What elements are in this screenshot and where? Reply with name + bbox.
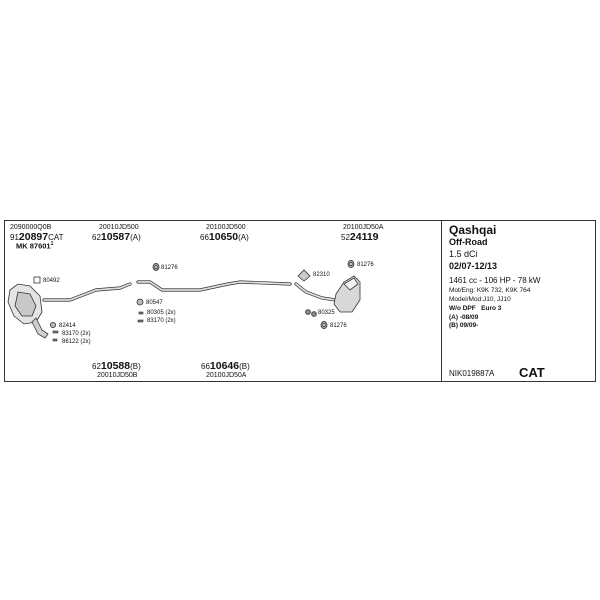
label-80492: 80492 xyxy=(43,278,60,284)
panel-divider xyxy=(441,220,442,382)
top-ref-3: 20100JD500 xyxy=(206,224,246,231)
vehicle-power: 1461 cc - 106 HP - 78 kW xyxy=(449,276,541,285)
diagram-frame xyxy=(4,220,596,382)
rear-pipe xyxy=(294,282,338,302)
vehicle-engine: 1.5 dCi xyxy=(449,249,478,259)
bolt-83170a-icon xyxy=(52,330,59,334)
part-number-front-pipe-b: 6210588(B) xyxy=(92,360,141,372)
catalyst-part xyxy=(7,283,49,339)
part-number-middle-pipe-b: 6610646(B) xyxy=(201,360,250,372)
hanger-81276a-icon xyxy=(152,262,160,271)
rear-pipe-fill xyxy=(295,283,337,301)
middle-pipe-fill xyxy=(137,281,291,291)
part-number-middle-pipe: 6610650(A) xyxy=(200,231,249,243)
clamp-80547-icon xyxy=(136,298,144,306)
label-81276b: 81276 xyxy=(357,262,374,268)
gasket-80492-icon xyxy=(33,276,41,284)
cat-badge: CAT xyxy=(519,365,545,380)
hanger-81276b-icon xyxy=(347,259,355,268)
label-82414: 82414 xyxy=(59,323,76,329)
vehicle-engine-codes: Mot/Eng: K9K 732, K9K 764 xyxy=(449,287,531,294)
hanger-82414-icon xyxy=(50,321,57,328)
top-ref-2: 20010JD500 xyxy=(99,224,139,231)
bolt-83170b-icon xyxy=(137,319,144,323)
clamp-80325-icon xyxy=(305,309,317,317)
label-80325: 80325 xyxy=(318,310,335,316)
rear-silencer xyxy=(333,275,361,313)
nut-86122-icon xyxy=(52,338,58,342)
mk-label: MK 876011 xyxy=(16,241,54,251)
hanger-81276c-icon xyxy=(320,320,328,329)
top-ref-1: 2090000Q0B xyxy=(10,224,52,231)
front-pipe xyxy=(42,282,132,302)
part-number-front-pipe: 6210587(A) xyxy=(92,231,141,243)
part-number-rear-silencer: 5224119 xyxy=(341,231,379,243)
bolt-80305-icon xyxy=(138,311,144,315)
label-81276a: 81276 xyxy=(161,265,178,271)
vehicle-variant-b: (B) 09/09- xyxy=(449,322,479,329)
part-number-catalyst: 9120897CAT xyxy=(10,231,64,243)
label-80547: 80547 xyxy=(146,300,163,306)
vehicle-model: Qashqai xyxy=(449,223,497,237)
vehicle-dpf: W/o DPF Euro 3 xyxy=(449,305,502,312)
top-ref-4: 20100JD50A xyxy=(343,224,384,231)
label-81276c: 81276 xyxy=(330,323,347,329)
bottom-ref-1: 20010JD50B xyxy=(97,372,138,379)
vehicle-variant-a: (A) -08/09 xyxy=(449,314,479,321)
vehicle-variant: Off-Road xyxy=(449,237,488,247)
vehicle-dates: 02/07-12/13 xyxy=(449,261,498,271)
label-83170a: 83170 (2x) xyxy=(62,331,91,337)
hanger-82310-icon xyxy=(297,269,311,282)
front-pipe-fill xyxy=(43,283,131,301)
vehicle-model-codes: Model/Mod:J10, JJ10 xyxy=(449,296,511,303)
diagram-code: NIK019887A xyxy=(449,369,495,378)
label-80305: 80305 (2x) xyxy=(147,310,176,316)
label-83170b: 83170 (2x) xyxy=(147,318,176,324)
label-86122: 86122 (2x) xyxy=(62,339,91,345)
label-82310: 82310 xyxy=(313,272,330,278)
bottom-ref-2: 20100JD50A xyxy=(206,372,247,379)
